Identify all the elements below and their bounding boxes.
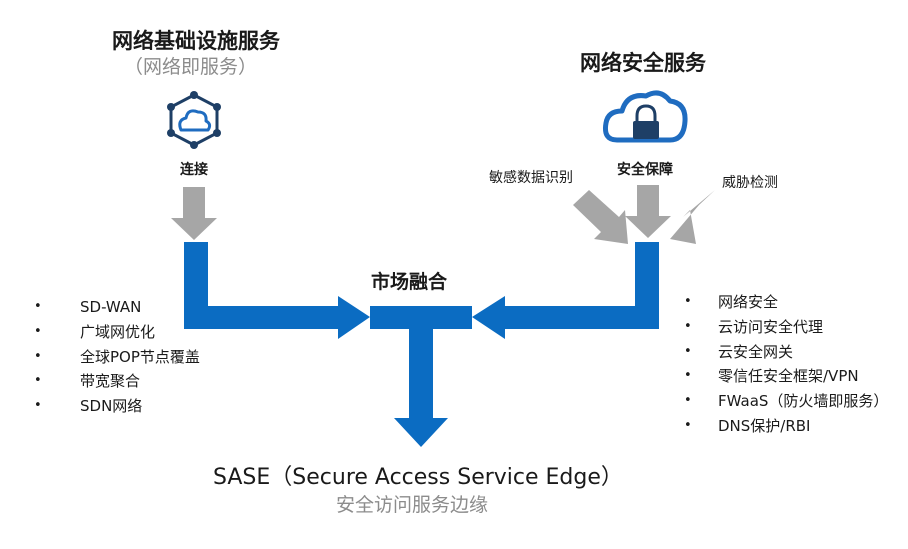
list-item: 云访问安全代理 <box>684 315 888 340</box>
right-gray-arrow-left <box>573 190 628 244</box>
sase-title: SASE（Secure Access Service Edge） <box>213 465 623 490</box>
sase-subtitle: 安全访问服务边缘 <box>336 494 489 516</box>
right-side-right-label: 威胁检测 <box>722 175 778 191</box>
left-subtitle: （网络即服务） <box>124 56 258 78</box>
list-item: 零信任安全框架/VPN <box>684 364 888 389</box>
left-gray-arrow <box>171 187 217 240</box>
cloud-network-icon <box>167 91 221 149</box>
list-item: DNS保护/RBI <box>684 414 888 439</box>
right-gray-arrow-center <box>625 185 671 238</box>
list-item: SDN网络 <box>34 394 200 419</box>
cloud-lock-icon <box>603 90 688 143</box>
left-flow-arrow <box>184 242 370 339</box>
list-item: 全球POP节点覆盖 <box>34 345 200 370</box>
merge-label: 市场融合 <box>371 271 448 293</box>
list-item: 云安全网关 <box>684 340 888 365</box>
right-side-left-label: 敏感数据识别 <box>489 170 573 186</box>
right-feature-list: 网络安全 云访问安全代理 云安全网关 零信任安全框架/VPN FWaaS（防火墙… <box>684 290 888 439</box>
list-item: FWaaS（防火墙即服务） <box>684 389 888 414</box>
right-title: 网络安全服务 <box>580 51 706 75</box>
right-node-label: 安全保障 <box>617 162 673 178</box>
right-flow-arrow <box>472 242 659 339</box>
left-title: 网络基础设施服务 <box>112 29 280 53</box>
right-gray-arrow-right <box>670 190 715 244</box>
list-item: 广域网优化 <box>34 320 200 345</box>
left-feature-list: SD-WAN 广域网优化 全球POP节点覆盖 带宽聚合 SDN网络 <box>34 295 200 419</box>
list-item: 网络安全 <box>684 290 888 315</box>
list-item: 带宽聚合 <box>34 369 200 394</box>
left-node-label: 连接 <box>180 162 208 178</box>
list-item: SD-WAN <box>34 295 200 320</box>
merge-down-arrow <box>370 306 472 447</box>
